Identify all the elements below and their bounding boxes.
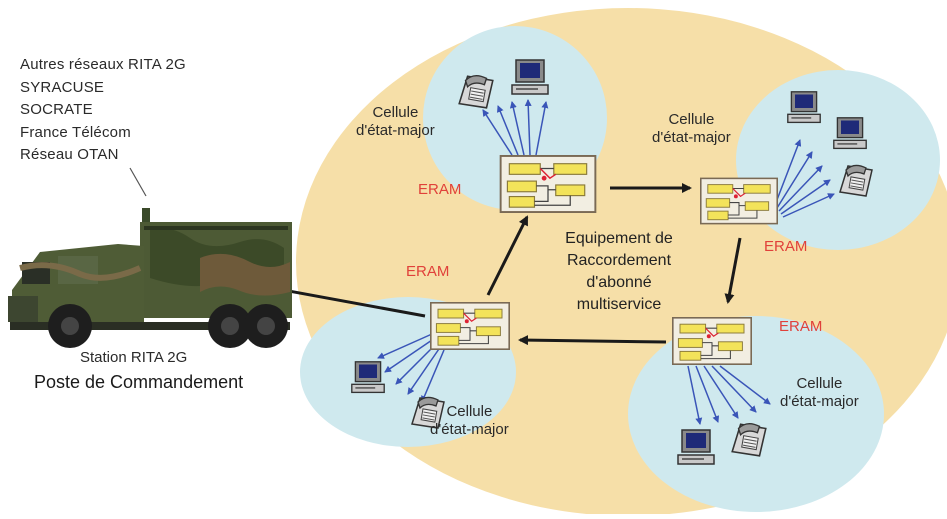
cell-label-line: Cellule	[446, 403, 493, 420]
cell-label-top: Cellule d'état-major	[356, 104, 435, 140]
network-label: SOCRATE	[20, 101, 93, 118]
cell-label-bottom: Cellule d'état-major	[780, 375, 859, 411]
switch-icon	[672, 316, 752, 366]
network-label: SYRACUSE	[20, 78, 105, 96]
truck-icon	[8, 208, 292, 348]
cell-label-line: d'état-major	[356, 122, 435, 139]
center-label-line: multiservice	[576, 296, 662, 313]
center-label: Equipement de Raccordement d'abonné mult…	[524, 228, 714, 316]
cell-label-right: Cellule d'état-major	[652, 111, 731, 147]
switch-icon	[499, 155, 597, 213]
center-label-line: Equipement de	[565, 230, 673, 247]
computer-icon	[833, 117, 867, 150]
network-label: France Télécom	[20, 123, 131, 141]
cell-label-left: Cellule d'état-major	[430, 403, 509, 439]
network-label: Autres réseaux RITA 2G	[20, 56, 186, 73]
eram-label-left: ERAM	[406, 263, 450, 280]
command-post-label: Poste de Commandement	[34, 372, 244, 392]
network-label: Réseau OTAN	[20, 146, 119, 163]
center-label-line: Raccordement	[566, 252, 672, 269]
station-label: Station RITA 2G	[80, 349, 188, 366]
eram-label-right: ERAM	[764, 238, 808, 255]
links-bottom	[687, 365, 771, 425]
computer-icon	[511, 59, 549, 95]
cell-label-line: Cellule	[668, 111, 715, 128]
links-right	[774, 139, 835, 218]
links-top	[482, 99, 549, 156]
cell-label-line: Cellule	[796, 375, 843, 392]
eram-label-bottom: ERAM	[779, 318, 823, 335]
cell-circle-bottom	[628, 316, 884, 512]
antenna-line	[129, 167, 147, 197]
computer-icon	[787, 91, 821, 124]
computer-icon	[351, 361, 385, 394]
cell-label-line: d'état-major	[430, 421, 509, 438]
switch-icon	[700, 177, 778, 225]
external-networks-list: Autres réseaux RITA 2G SYRACUSE SOCRATE …	[20, 54, 290, 167]
cell-label-line: d'état-major	[652, 129, 731, 146]
center-label-line: d'abonné	[586, 274, 652, 291]
computer-icon	[677, 429, 715, 465]
cell-circle-right	[736, 70, 940, 250]
cell-label-line: d'état-major	[780, 393, 859, 410]
eram-label-top: ERAM	[418, 181, 462, 198]
switch-icon	[430, 301, 510, 351]
cell-label-line: Cellule	[372, 104, 419, 121]
